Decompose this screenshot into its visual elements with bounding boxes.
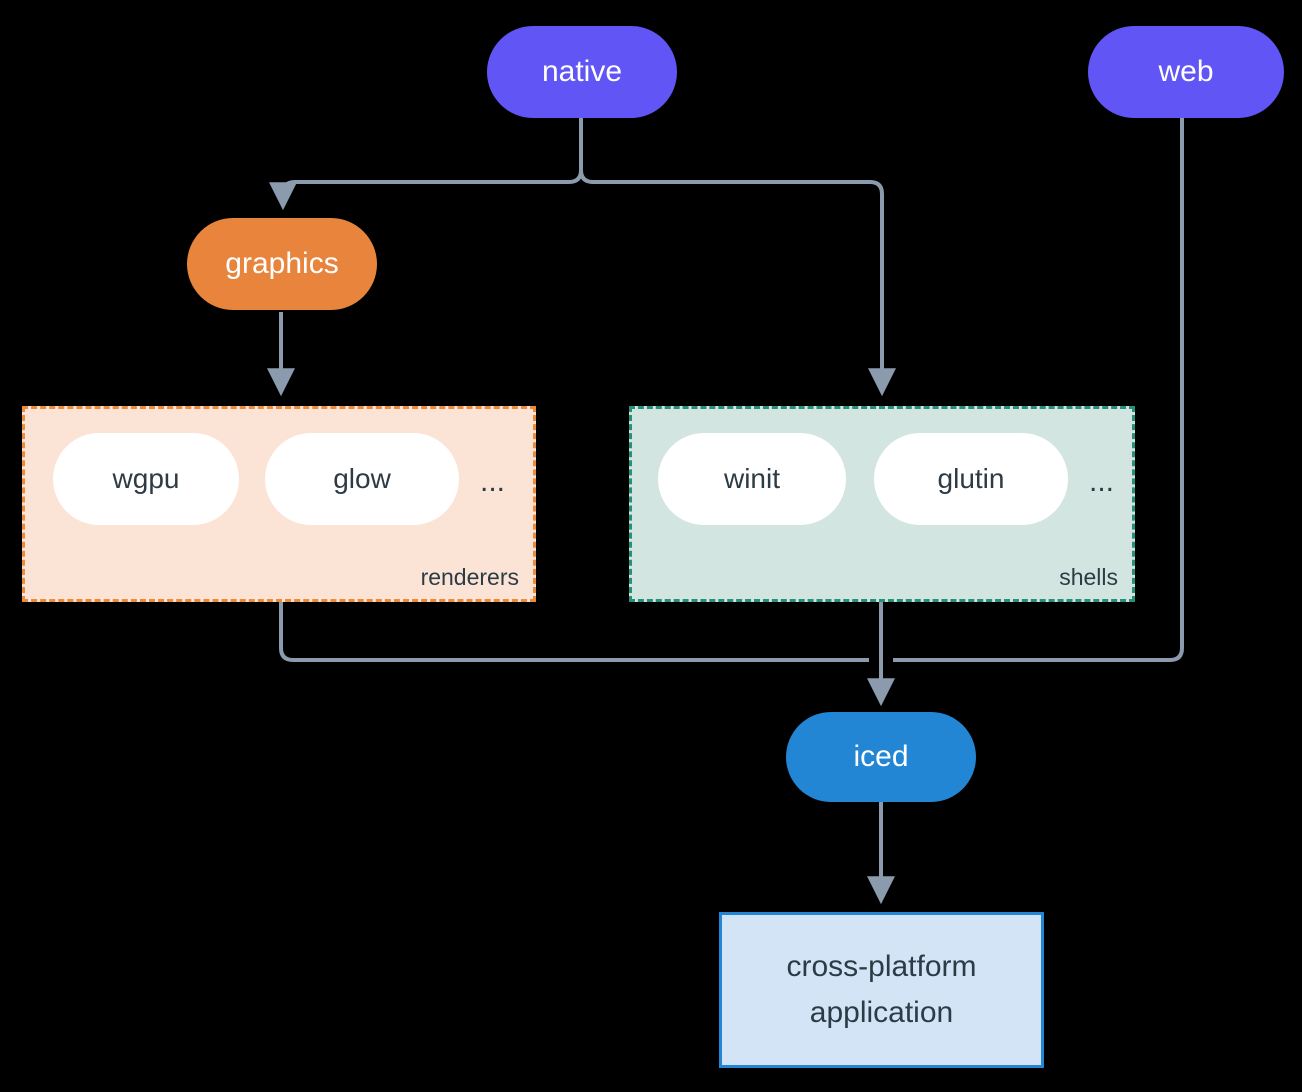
node-web[interactable]: web [1088,26,1284,118]
edge-native-shells [579,116,896,397]
edge-native-bus [269,116,583,211]
group-renderers-label: renderers [420,564,519,590]
node-native[interactable]: native [487,26,677,118]
group-shells: winit glutin ... shells [629,406,1135,602]
leaf-pill-glutin[interactable]: glutin [874,433,1068,525]
node-application-line2: application [809,996,954,1029]
node-native-label: native [541,55,623,88]
leaf-pill-winit-label: winit [723,463,780,494]
leaf-pill-wgpu[interactable]: wgpu [53,433,239,525]
node-application-line1: cross-platform [786,949,977,983]
group-renderers: wgpu glow ... renderers [22,406,536,602]
renderers-overflow-ellipsis: ... [480,465,506,498]
shells-overflow-ellipsis: ... [1089,465,1115,498]
node-graphics[interactable]: graphics [187,218,377,310]
node-application[interactable]: cross-platform application [719,912,1044,1068]
leaf-pill-glow[interactable]: glow [265,433,459,525]
node-web-label: web [1158,55,1214,88]
leaf-pill-wgpu-label: wgpu [112,463,180,494]
group-shells-label: shells [1059,564,1118,590]
node-iced[interactable]: iced [786,712,976,802]
edge-renderers-iced [279,602,869,662]
leaf-pill-glutin-label: glutin [937,463,1005,494]
node-iced-label: iced [853,740,909,773]
leaf-pill-glow-label: glow [333,463,391,494]
leaf-pill-winit[interactable]: winit [658,433,846,525]
node-graphics-label: graphics [225,247,339,280]
